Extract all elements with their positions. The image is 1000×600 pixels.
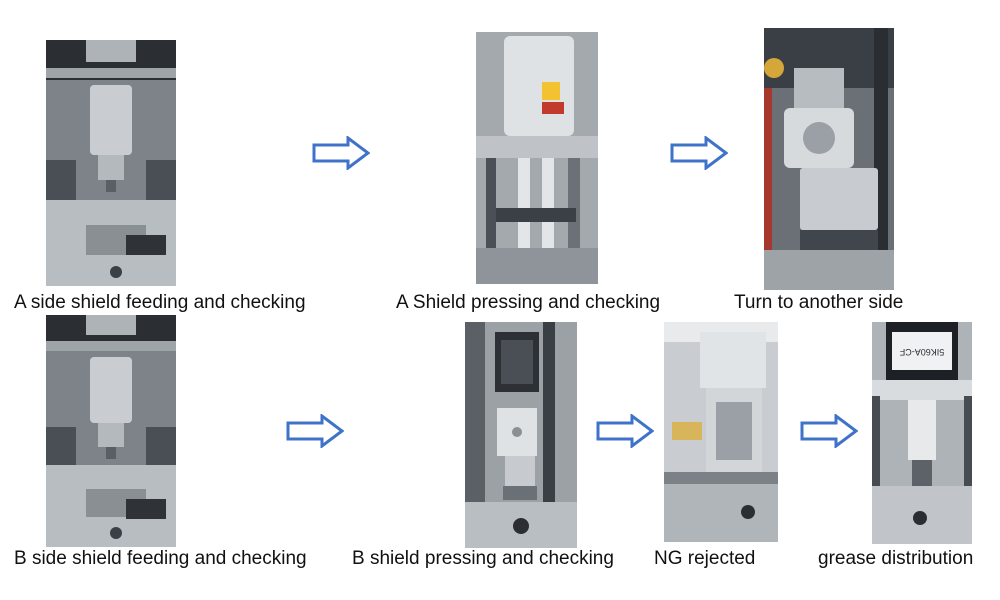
caption-b-shield-pressing: B shield pressing and checking: [352, 548, 614, 569]
caption-turn-side: Turn to another side: [734, 292, 904, 313]
photo-grease-distribution: 5IK60A-CF: [872, 322, 972, 544]
caption-ng-rejected: NG rejected: [654, 548, 756, 569]
photo-ng-rejected: [664, 322, 778, 542]
photo-b-shield-pressing: [465, 322, 577, 548]
arrow-4: [596, 414, 654, 448]
caption-grease-distribution: grease distribution: [818, 548, 974, 569]
caption-a-shield-pressing: A Shield pressing and checking: [396, 292, 661, 313]
arrow-5: [800, 414, 858, 448]
arrow-1: [312, 136, 370, 170]
arrow-3: [286, 414, 344, 448]
caption-a-side-feeding: A side shield feeding and checking: [14, 292, 306, 313]
photo-a-side-feeding: [46, 40, 176, 286]
photo-turn-side: [764, 28, 894, 290]
photo-a-shield-pressing: [476, 32, 598, 284]
arrow-2: [670, 136, 728, 170]
photo-b-side-feeding: [46, 315, 176, 547]
motor-label-text: 5IK60A-CF: [899, 347, 944, 357]
caption-b-side-feeding: B side shield feeding and checking: [14, 548, 307, 569]
